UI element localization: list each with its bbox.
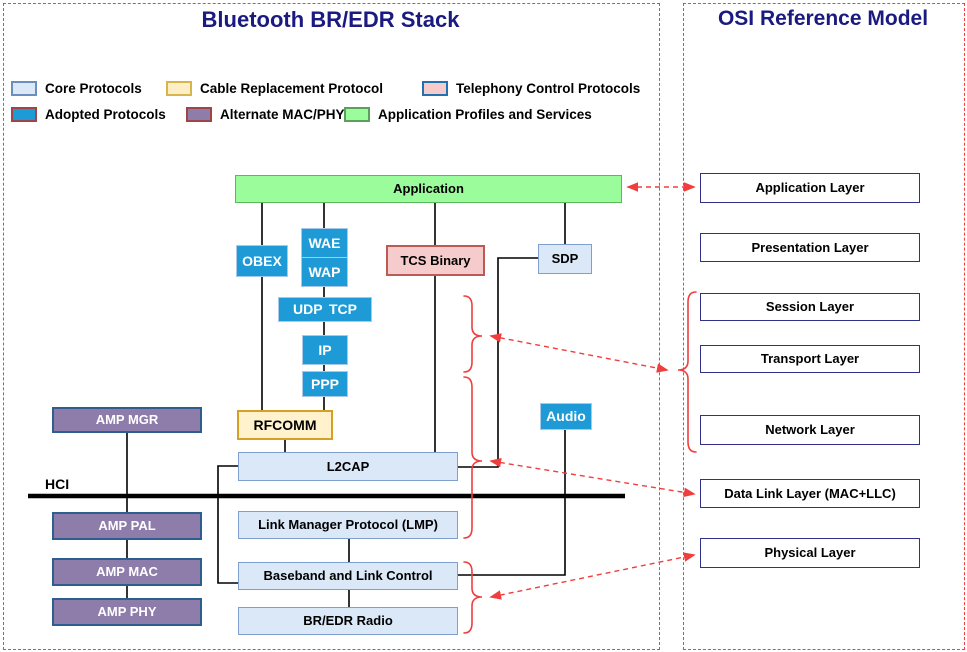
bluetooth-stack-title: Bluetooth BR/EDR Stack bbox=[201, 7, 460, 32]
tcp-label: TCP bbox=[329, 301, 357, 318]
legend-label-appprofiles: Application Profiles and Services bbox=[378, 107, 592, 122]
osi-title: OSI Reference Model bbox=[717, 7, 929, 30]
osi-network-layer: Network Layer bbox=[700, 415, 920, 445]
legend-swatch-core bbox=[11, 81, 37, 96]
l2cap-box: L2CAP bbox=[238, 452, 458, 481]
sdp-box: SDP bbox=[538, 244, 592, 274]
legend-label-adopted: Adopted Protocols bbox=[45, 107, 166, 122]
legend-label-core: Core Protocols bbox=[45, 81, 142, 96]
legend-swatch-adopted bbox=[11, 107, 37, 122]
baseband-box: Baseband and Link Control bbox=[238, 562, 458, 590]
legend-swatch-appprofiles bbox=[344, 107, 370, 122]
osi-physical-layer: Physical Layer bbox=[700, 538, 920, 568]
udp-label: UDP bbox=[293, 301, 323, 318]
br-edr-radio-box: BR/EDR Radio bbox=[238, 607, 458, 635]
osi-datalink-layer: Data Link Layer (MAC+LLC) bbox=[700, 479, 920, 508]
legend-swatch-cable bbox=[166, 81, 192, 96]
rfcomm-box: RFCOMM bbox=[237, 410, 333, 440]
legend-label-cable: Cable Replacement Protocol bbox=[200, 81, 384, 96]
hci-label: HCI bbox=[45, 476, 70, 492]
osi-presentation-layer: Presentation Layer bbox=[700, 233, 920, 262]
legend-item-core: Core Protocols bbox=[11, 81, 142, 96]
osi-transport-layer: Transport Layer bbox=[700, 345, 920, 373]
legend-item-telephony: Telephony Control Protocols bbox=[422, 81, 640, 96]
application-box: Application bbox=[235, 175, 622, 203]
lmp-box: Link Manager Protocol (LMP) bbox=[238, 511, 458, 539]
legend-item-cable: Cable Replacement Protocol bbox=[166, 81, 383, 96]
wap-box: WAP bbox=[301, 257, 348, 287]
legend-item-adopted: Adopted Protocols bbox=[11, 107, 166, 122]
amp-mgr-box: AMP MGR bbox=[52, 407, 202, 433]
wae-box: WAE bbox=[301, 228, 348, 258]
amp-mac-box: AMP MAC bbox=[52, 558, 202, 586]
ip-box: IP bbox=[302, 335, 348, 365]
bluetooth-stack-panel bbox=[3, 3, 660, 650]
ppp-box: PPP bbox=[302, 371, 348, 397]
obex-box: OBEX bbox=[236, 245, 288, 277]
legend-label-alternate: Alternate MAC/PHY bbox=[220, 107, 345, 122]
legend-swatch-telephony bbox=[422, 81, 448, 96]
osi-session-layer: Session Layer bbox=[700, 293, 920, 321]
legend-swatch-alternate bbox=[186, 107, 212, 122]
amp-pal-box: AMP PAL bbox=[52, 512, 202, 540]
legend-item-alternate: Alternate MAC/PHY bbox=[186, 107, 345, 122]
audio-box: Audio bbox=[540, 403, 592, 430]
legend-label-telephony: Telephony Control Protocols bbox=[456, 81, 641, 96]
osi-application-layer: Application Layer bbox=[700, 173, 920, 203]
legend-item-appprofiles: Application Profiles and Services bbox=[344, 107, 592, 122]
udp-tcp-box: UDP TCP bbox=[278, 297, 372, 322]
amp-phy-box: AMP PHY bbox=[52, 598, 202, 626]
tcs-binary-box: TCS Binary bbox=[386, 245, 485, 276]
